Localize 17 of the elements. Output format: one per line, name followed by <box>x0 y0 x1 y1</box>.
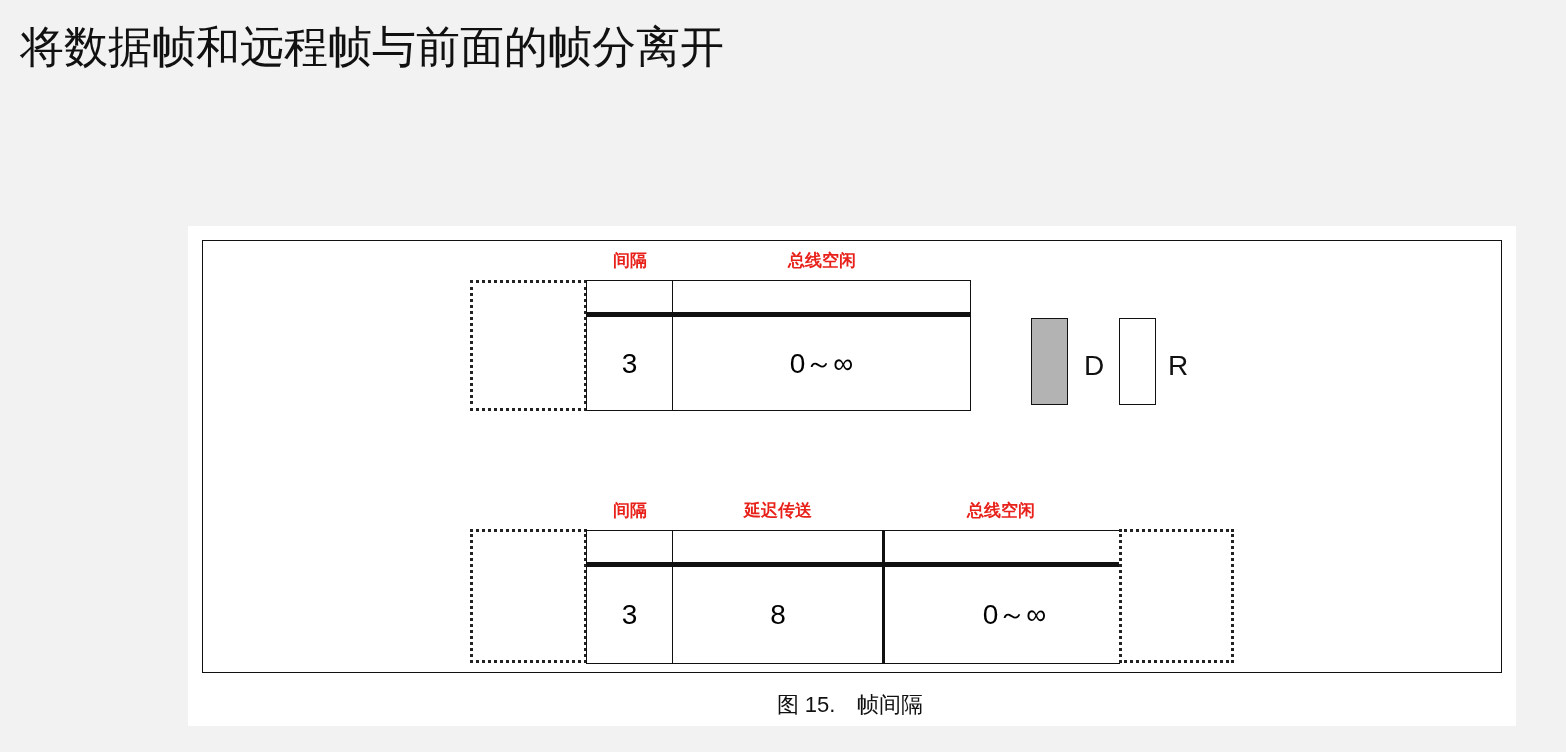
dotted-frame-box <box>470 529 587 663</box>
field-label: 间隔 <box>611 500 648 522</box>
field-cell: 8 <box>672 530 884 664</box>
dotted-frame-box <box>1119 529 1234 663</box>
field-cell: 3 <box>586 530 673 664</box>
field-label: 延迟传送 <box>742 500 813 522</box>
dotted-frame-box <box>470 280 587 411</box>
field-cell: 3 <box>586 280 673 411</box>
field-label: 间隔 <box>611 250 648 272</box>
figure-caption: 图 15. 帧间隔 <box>775 691 925 719</box>
field-label: 总线空闲 <box>786 250 857 272</box>
title: 将数据帧和远程帧与前面的帧分离开 <box>20 21 724 73</box>
field-label: 总线空闲 <box>965 500 1036 522</box>
field-cell: 0～∞ <box>882 530 1120 664</box>
legend-label: R <box>1168 350 1189 382</box>
field-cell: 0～∞ <box>672 280 971 411</box>
legend-label: D <box>1084 350 1105 382</box>
